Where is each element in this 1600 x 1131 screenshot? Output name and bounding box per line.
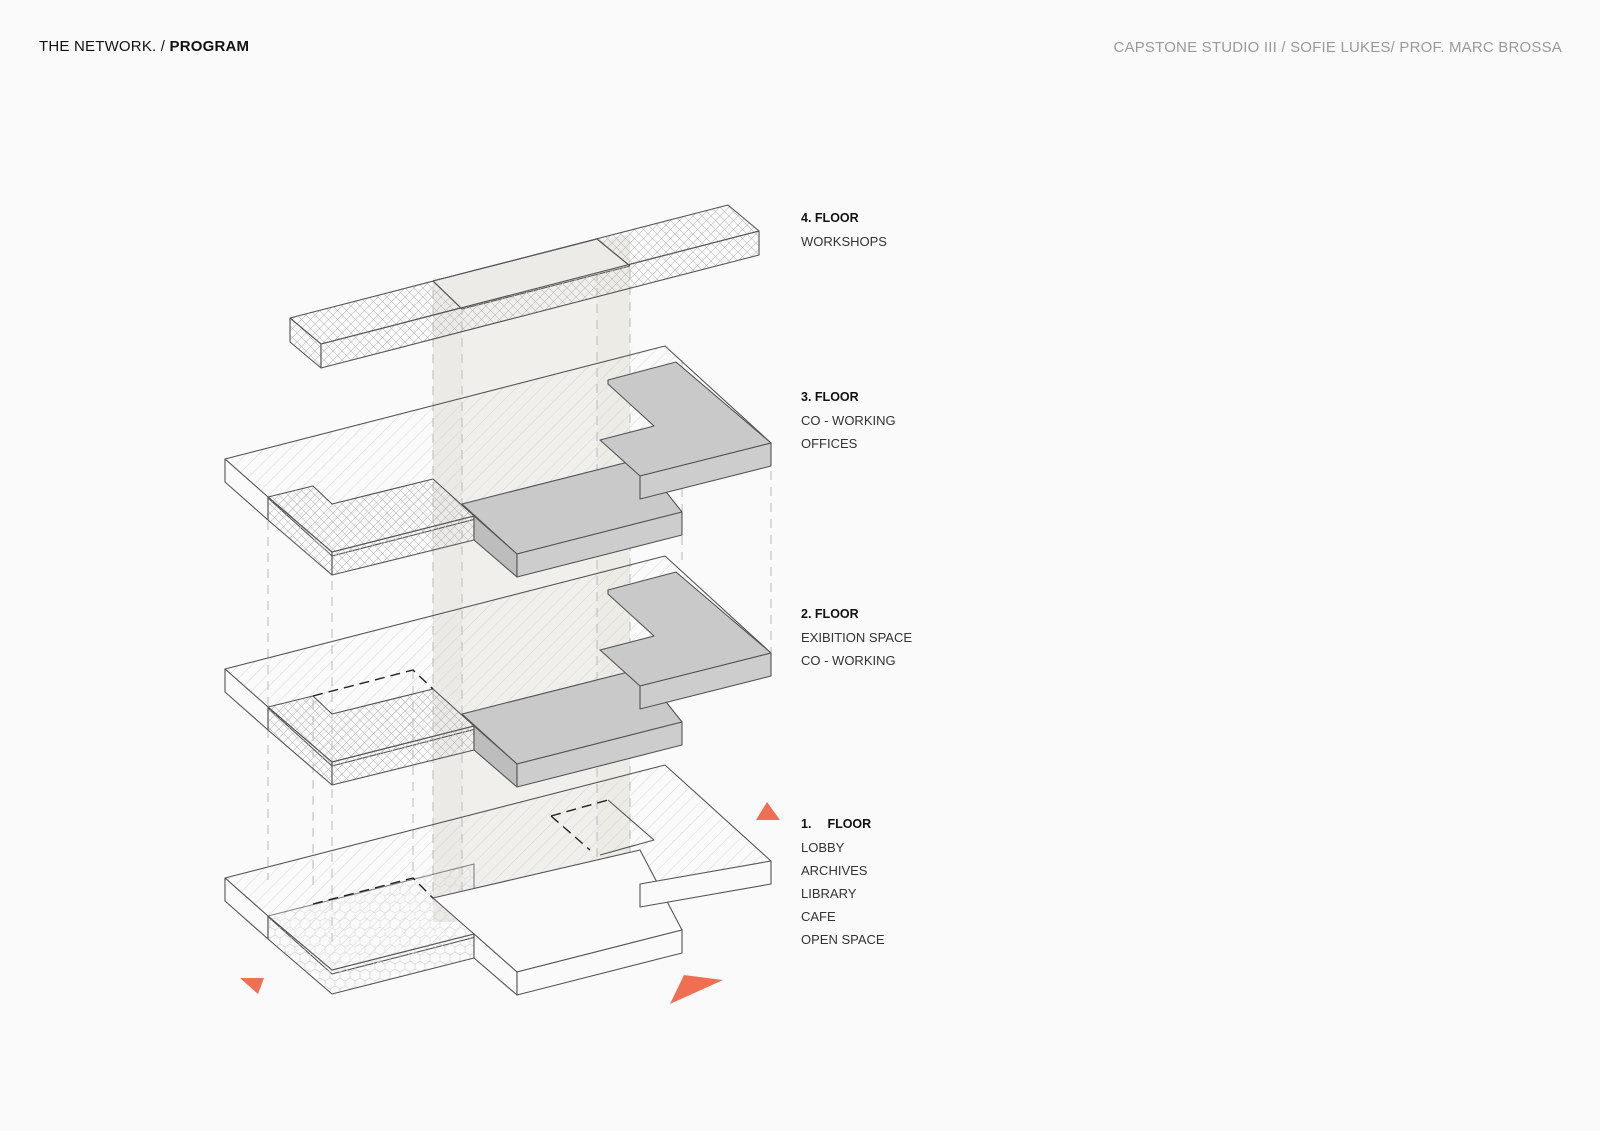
program-archives: ARCHIVES bbox=[801, 863, 868, 878]
page-title: THE NETWORK. / PROGRAM bbox=[39, 38, 249, 55]
project-name: THE NETWORK. / bbox=[39, 38, 166, 55]
program-co-working: CO - WORKING bbox=[801, 413, 896, 428]
entrance-arrow-left bbox=[240, 978, 264, 994]
program-open-space: OPEN SPACE bbox=[801, 932, 885, 947]
program-co-working: CO - WORKING bbox=[801, 653, 896, 668]
entrance-arrows bbox=[240, 802, 780, 1004]
entrance-arrow-front bbox=[670, 975, 723, 1004]
program-cafe: CAFE bbox=[801, 909, 836, 924]
floor-1-volume bbox=[224, 764, 772, 996]
floor-3-label: 3. FLOOR CO - WORKING OFFICES bbox=[801, 386, 896, 455]
program-library: LIBRARY bbox=[801, 886, 857, 901]
floor-4-volume bbox=[289, 204, 760, 369]
floor-2-label: 2. FLOOR EXIBITION SPACE CO - WORKING bbox=[801, 603, 912, 672]
program-exibition-space: EXIBITION SPACE bbox=[801, 630, 913, 645]
floor-2-volume bbox=[224, 555, 772, 788]
floor-4-label: 4. FLOOR WORKSHOPS bbox=[801, 207, 887, 253]
entrance-arrow-right bbox=[756, 802, 780, 820]
floor-1-label: 1.FLOOR LOBBY ARCHIVES LIBRARY CAFE OPEN… bbox=[801, 813, 885, 951]
section-name: PROGRAM bbox=[169, 38, 250, 55]
program-offices: OFFICES bbox=[801, 436, 858, 451]
program-lobby: LOBBY bbox=[801, 840, 845, 855]
floor-3-volume bbox=[224, 345, 772, 578]
program-workshops: WORKSHOPS bbox=[801, 234, 887, 249]
credits: CAPSTONE STUDIO III / SOFIE LUKES/ PROF.… bbox=[1113, 39, 1562, 56]
